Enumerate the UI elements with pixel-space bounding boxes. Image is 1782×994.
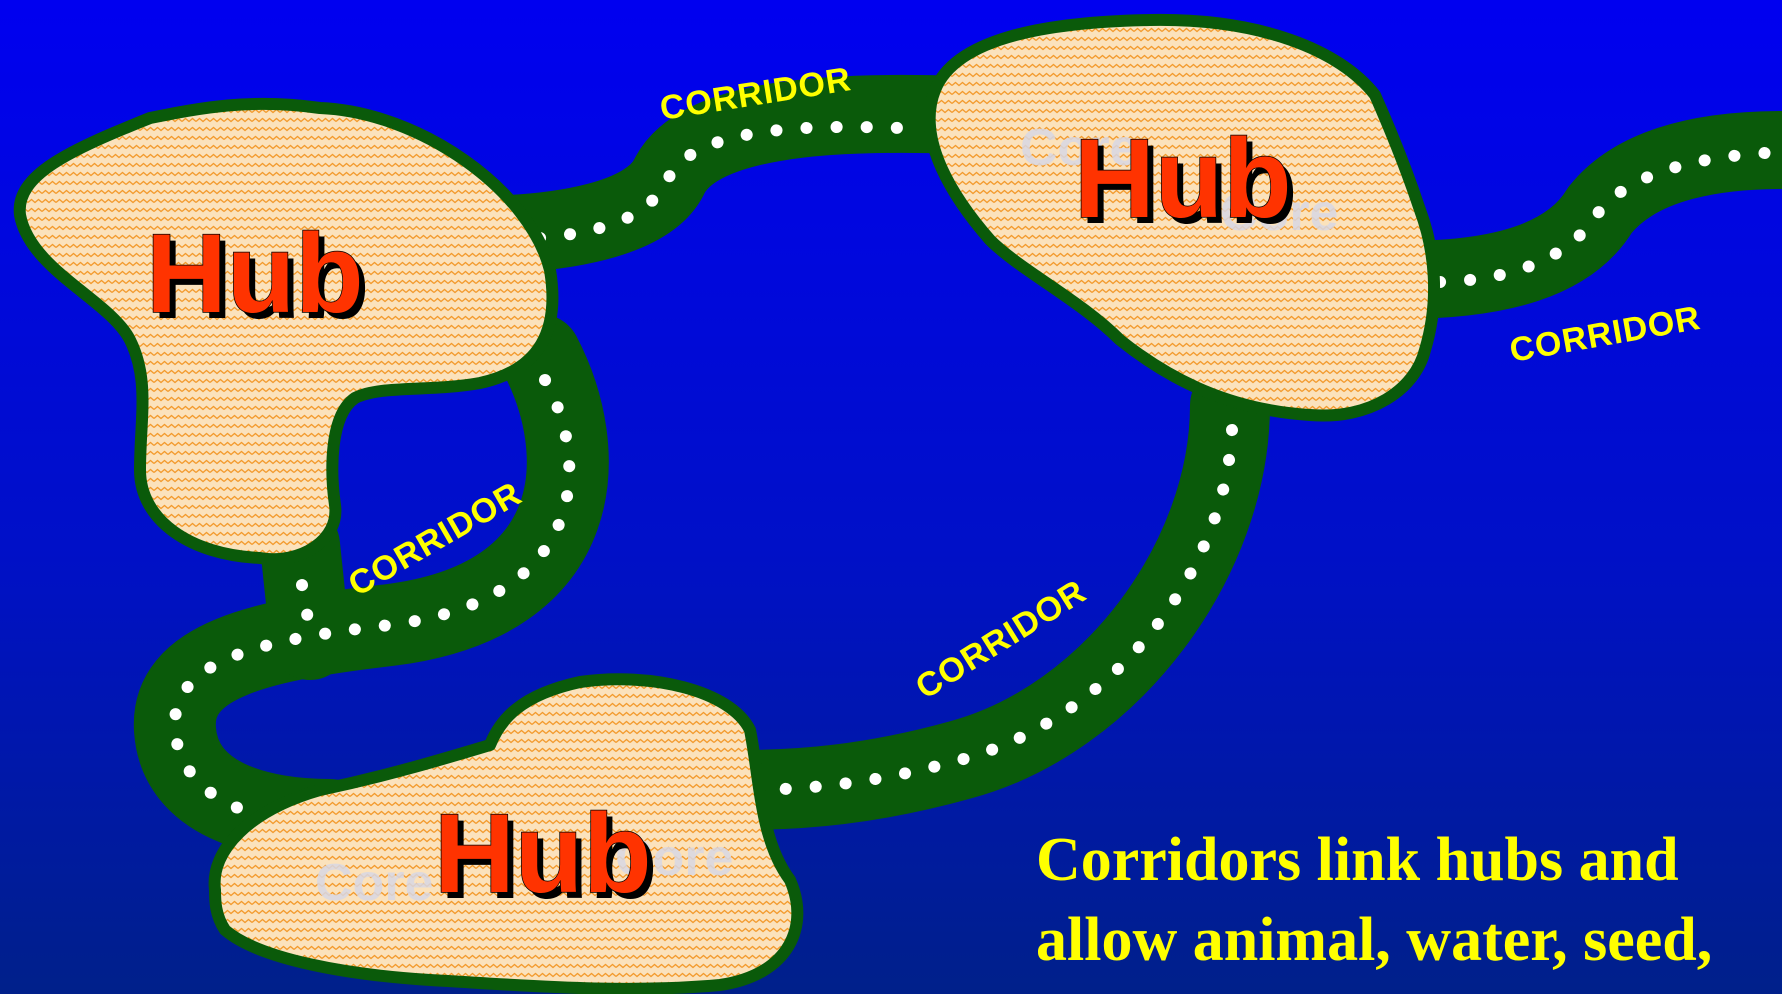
core-ghost-label-right-a: Core — [1020, 119, 1138, 177]
hub-label-top-right: Hub — [1074, 116, 1292, 241]
hub-bottom — [208, 673, 804, 994]
hub-top-left — [13, 97, 559, 566]
corridor-diagonal — [700, 365, 1270, 830]
hub-label-bottom: Hub — [434, 791, 652, 916]
hub-label-shadow: Hub — [152, 217, 370, 342]
hub-label-top-left: Hub — [146, 211, 364, 336]
hub-label-shadow: Hub — [1080, 122, 1298, 247]
core-ghost-label-right-b: Core — [1220, 184, 1338, 242]
hub-label-shadow: Hub — [440, 797, 658, 922]
corridor-left-stub — [260, 505, 350, 680]
corridor-label-right: CORRIDOR — [1507, 299, 1704, 370]
diagram-caption: Corridors link hubs and allow animal, wa… — [1036, 820, 1776, 980]
core-ghost-label-bottom-a: Core — [315, 854, 433, 912]
caption-line-2: allow animal, water, seed, — [1036, 906, 1713, 974]
corridor-top-left-to-top-right — [431, 74, 999, 274]
corridor-network — [133, 74, 1782, 861]
corridor-dots — [168, 120, 1782, 824]
caption-line-1: Corridors link hubs and — [1036, 826, 1679, 894]
hub-top-right — [923, 13, 1441, 422]
core-ghost-label-bottom-b: Core — [615, 829, 733, 887]
corridor-right-edge — [1361, 111, 1782, 319]
